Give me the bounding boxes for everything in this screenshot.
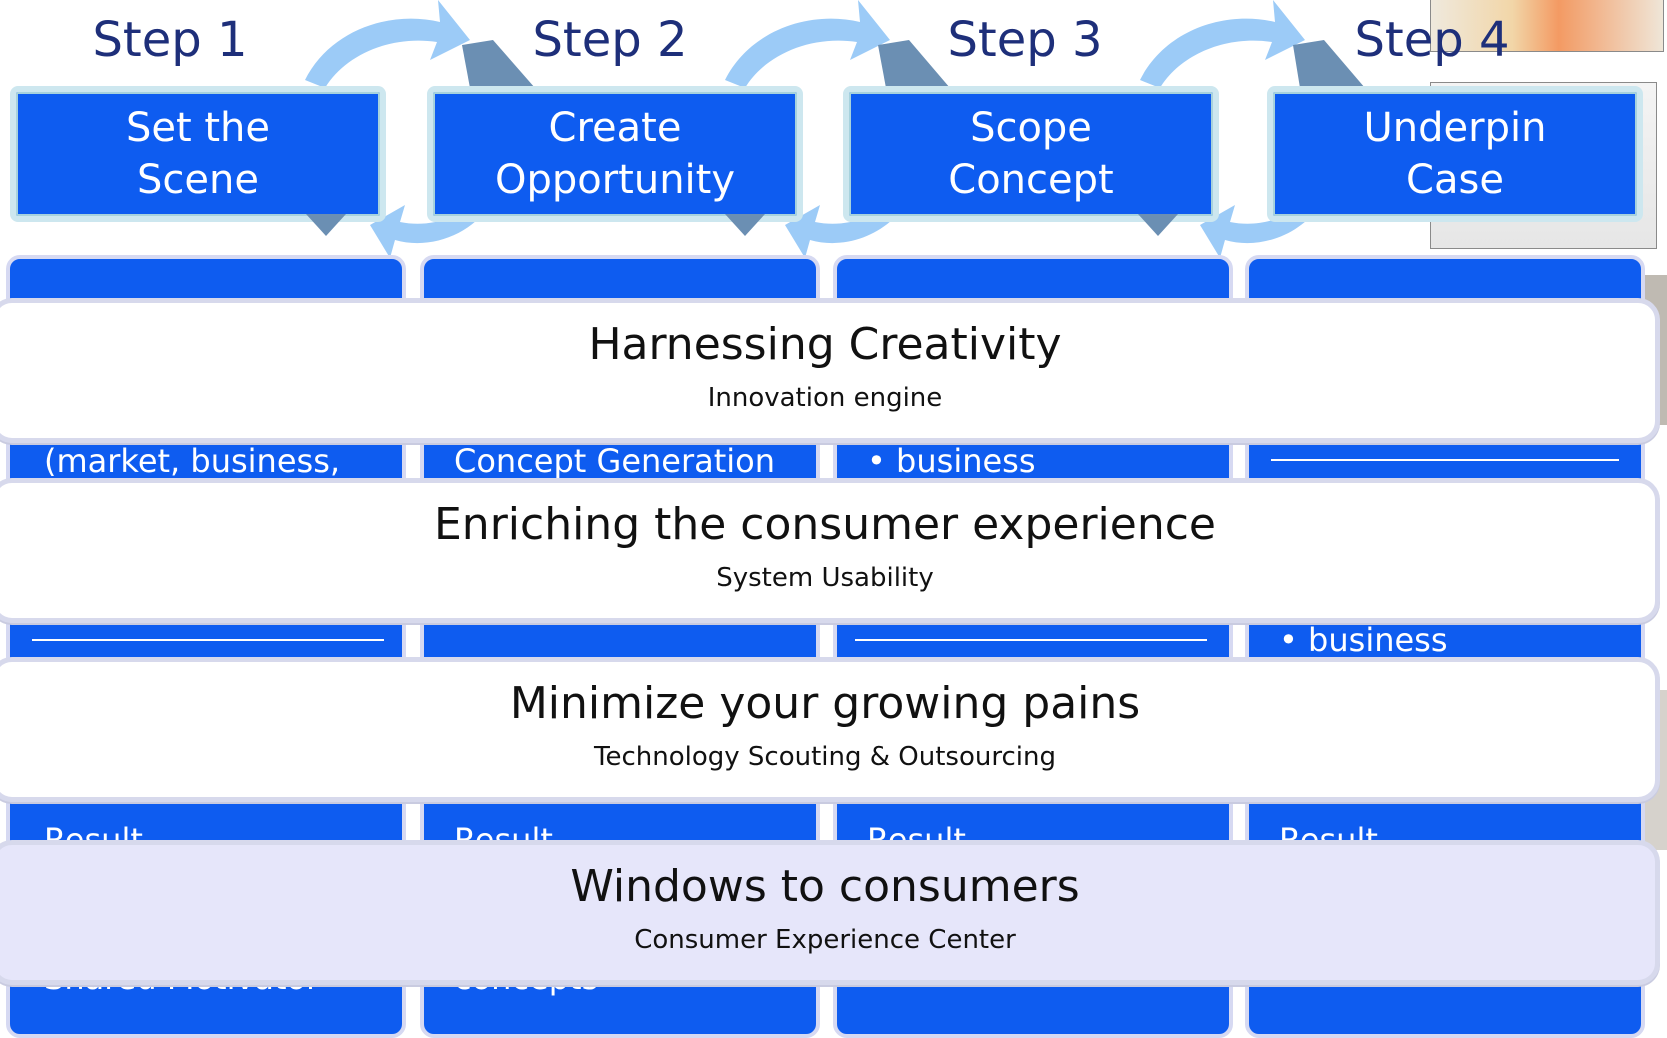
band-title: Windows to consumers — [570, 861, 1080, 912]
band-windows-to-consumers: Windows to consumers Consumer Experience… — [0, 840, 1660, 985]
band-subtitle: Consumer Experience Center — [634, 925, 1016, 955]
arrow-tip-icon — [462, 40, 535, 88]
band-title: Harnessing Creativity — [588, 319, 1062, 370]
column-text: Concept Generation — [454, 442, 776, 480]
band-harnessing-creativity: Harnessing Creativity Innovation engine — [0, 298, 1660, 443]
band-subtitle: System Usability — [716, 563, 934, 593]
step-box-label: Opportunity — [494, 157, 736, 203]
photo-sticky-notes — [1430, 0, 1664, 52]
band-subtitle: Innovation engine — [707, 383, 943, 413]
step-box-label: Set the — [125, 105, 271, 151]
down-tip-icon — [725, 214, 765, 236]
column-divider — [855, 639, 1207, 641]
down-tip-icon — [1138, 214, 1178, 236]
step-title: Step 1 — [92, 12, 248, 68]
step-box-scope-concept: Scope Concept — [843, 86, 1219, 222]
curved-arrow-icon — [305, 0, 470, 88]
curved-arrow-icon — [725, 0, 890, 88]
step-box-label: Create — [548, 105, 682, 151]
band-subtitle: Technology Scouting & Outsourcing — [594, 742, 1056, 772]
column-text: • business — [1279, 621, 1448, 659]
step-box-label: Scene — [137, 157, 259, 203]
curved-arrow-icon — [1140, 0, 1305, 88]
column-text: • business — [867, 442, 1036, 480]
step-title: Step 3 — [947, 12, 1103, 68]
down-tip-icon — [306, 214, 346, 236]
step-title: Step 2 — [532, 12, 688, 68]
step-box-create-opportunity: Create Opportunity — [427, 86, 803, 222]
step-box-label: Concept — [948, 157, 1114, 203]
step-box-set-the-scene: Set the Scene — [10, 86, 386, 222]
step-box-label: Underpin — [1363, 105, 1547, 151]
band-minimize-growing-pains: Minimize your growing pains Technology S… — [0, 657, 1660, 802]
step-box-label: Case — [1406, 157, 1504, 203]
step-box-underpin-case: Underpin Case — [1267, 86, 1643, 222]
band-title: Enriching the consumer experience — [434, 499, 1216, 550]
arrow-tip-icon — [1293, 40, 1365, 88]
column-divider — [1271, 459, 1619, 461]
band-enriching-consumer-experience: Enriching the consumer experience System… — [0, 478, 1660, 623]
step-title: Step 4 — [1354, 12, 1510, 68]
arrow-tip-icon — [878, 40, 950, 88]
column-text: (market, business, — [44, 442, 341, 480]
band-title: Minimize your growing pains — [509, 678, 1141, 729]
step-box-label: Scope — [970, 105, 1092, 151]
column-divider — [32, 639, 384, 641]
